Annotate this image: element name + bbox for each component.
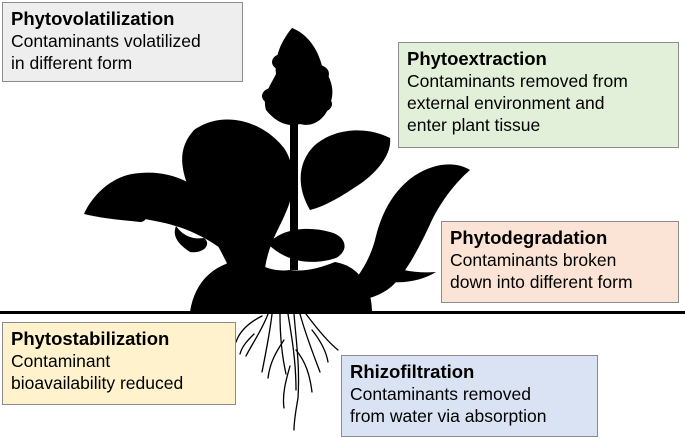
rhizofiltration-description: Contaminants removed from water via abso… bbox=[350, 384, 547, 426]
soil-line bbox=[0, 311, 685, 314]
phytodegradation-description: Contaminants broken down into different … bbox=[450, 250, 633, 292]
phytovolatilization-title: Phytovolatilization bbox=[11, 8, 175, 29]
phytoextraction-description: Contaminants removed from external envir… bbox=[407, 71, 628, 135]
phytovolatilization-box: Phytovolatilization Contaminants volatil… bbox=[2, 2, 243, 82]
phytostabilization-title: Phytostabilization bbox=[11, 328, 170, 349]
phytostabilization-box: Phytostabilization Contaminant bioavaila… bbox=[2, 322, 236, 405]
phytodegradation-box: Phytodegradation Contaminants broken dow… bbox=[441, 221, 679, 303]
phytostabilization-description: Contaminant bioavailability reduced bbox=[11, 351, 184, 393]
phytovolatilization-description: Contaminants volatilized in different fo… bbox=[11, 31, 201, 73]
phytoextraction-box: Phytoextraction Contaminants removed fro… bbox=[398, 42, 679, 148]
phytodegradation-title: Phytodegradation bbox=[450, 227, 608, 248]
phytoextraction-title: Phytoextraction bbox=[407, 48, 547, 69]
rhizofiltration-title: Rhizofiltration bbox=[350, 361, 475, 382]
rhizofiltration-box: Rhizofiltration Contaminants removed fro… bbox=[341, 355, 598, 437]
